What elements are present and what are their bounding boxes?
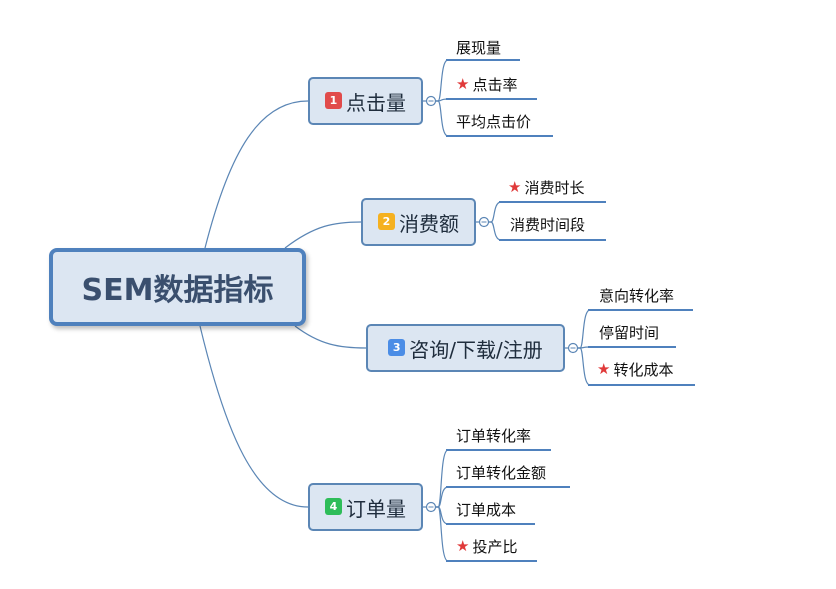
leaf-label: 消费时间段 bbox=[510, 215, 586, 234]
root-node[interactable]: SEM数据指标 bbox=[49, 248, 306, 326]
leaf-impressions[interactable]: 展现量 bbox=[456, 36, 501, 58]
star-icon: ★ bbox=[456, 537, 470, 555]
leaf-label: 订单成本 bbox=[456, 500, 517, 519]
leaf-label: 订单转化率 bbox=[456, 426, 532, 445]
branch-to-leaf-connector bbox=[577, 309, 591, 349]
leaf-ctr[interactable]: ★ 点击率 bbox=[456, 73, 517, 95]
leaf-order-conversion[interactable]: 订单转化率 bbox=[456, 424, 531, 446]
root-to-branch-1 bbox=[204, 100, 309, 249]
leaf-avg-cpc[interactable]: 平均点击价 bbox=[456, 110, 531, 132]
leaf-label: 消费时长 bbox=[524, 178, 585, 197]
leaf-label: 点击率 bbox=[472, 75, 518, 94]
leaf-order-cost[interactable]: 订单成本 bbox=[456, 498, 516, 520]
branch-node-orders[interactable]: 4 订单量 bbox=[308, 483, 423, 531]
leaf-order-amount[interactable]: 订单转化金额 bbox=[456, 461, 546, 483]
branch-to-leaf-connector bbox=[435, 100, 449, 137]
branch-to-leaf-connector bbox=[488, 201, 502, 223]
leaf-label: 展现量 bbox=[456, 38, 502, 57]
priority-3-badge: 3 bbox=[388, 338, 406, 356]
root-label: SEM数据指标 bbox=[81, 273, 274, 308]
branch-label: 订单量 bbox=[346, 496, 406, 521]
star-icon: ★ bbox=[508, 178, 522, 196]
star-icon: ★ bbox=[597, 360, 611, 378]
branch-node-clicks[interactable]: 1 点击量 bbox=[308, 77, 423, 125]
branch-to-leaf-connector bbox=[577, 347, 591, 386]
root-to-branch-4 bbox=[199, 325, 309, 508]
leaf-label: 转化成本 bbox=[613, 360, 674, 379]
priority-2-badge: 2 bbox=[378, 212, 395, 230]
priority-4-badge: 4 bbox=[325, 497, 342, 515]
branch-to-leaf-connector bbox=[435, 486, 449, 508]
leaf-dwell-time[interactable]: 停留时间 bbox=[599, 321, 659, 343]
leaf-label: 平均点击价 bbox=[456, 112, 532, 131]
branch-to-leaf-connector bbox=[435, 506, 449, 525]
branch-node-spend[interactable]: 2 消费额 bbox=[361, 198, 476, 246]
branch-to-leaf-connector bbox=[435, 59, 449, 102]
leaf-intent-conversion[interactable]: 意向转化率 bbox=[599, 284, 674, 306]
leaf-roi[interactable]: ★ 投产比 bbox=[456, 535, 517, 557]
branch-label: 点击量 bbox=[346, 90, 406, 115]
branch-to-leaf-connector bbox=[435, 506, 449, 562]
leaf-label: 停留时间 bbox=[599, 323, 660, 342]
leaf-conversion-cost[interactable]: ★ 转化成本 bbox=[597, 358, 673, 380]
branch-node-inquiry[interactable]: 3 咨询/下载/注册 bbox=[366, 324, 565, 372]
leaf-label: 投产比 bbox=[472, 537, 518, 556]
leaf-label: 订单转化金额 bbox=[456, 463, 547, 482]
leaf-spend-period[interactable]: 消费时间段 bbox=[510, 213, 585, 235]
branch-label: 咨询/下载/注册 bbox=[409, 337, 543, 362]
priority-1-badge: 1 bbox=[325, 91, 342, 109]
branch-label: 消费额 bbox=[399, 211, 459, 236]
leaf-spend-duration[interactable]: ★ 消费时长 bbox=[508, 176, 584, 198]
leaf-label: 意向转化率 bbox=[599, 286, 675, 305]
root-to-branch-3 bbox=[294, 325, 367, 349]
star-icon: ★ bbox=[456, 75, 470, 93]
branch-to-leaf-connector bbox=[488, 221, 502, 241]
root-to-branch-2 bbox=[284, 221, 362, 249]
